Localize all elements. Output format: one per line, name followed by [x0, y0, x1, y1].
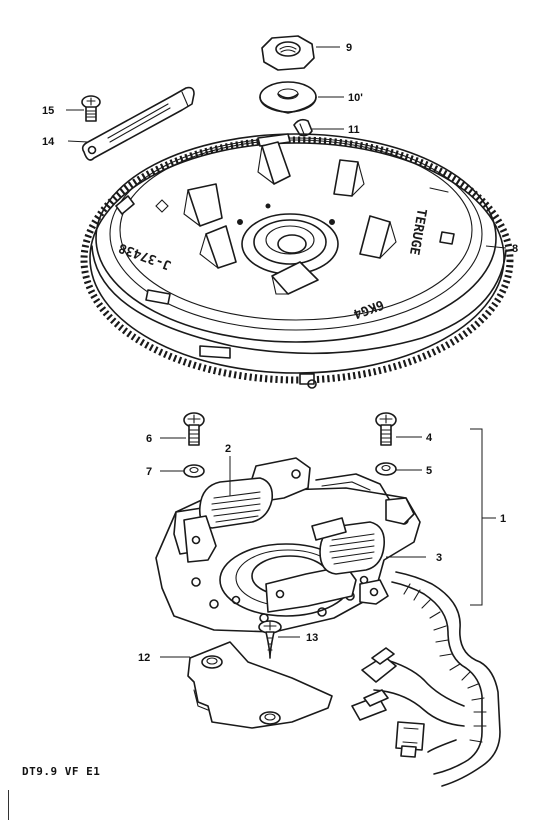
callout-7: 7 [146, 466, 152, 478]
callout-5: 5 [426, 465, 432, 477]
washer-part [259, 81, 317, 114]
callout-4: 4 [426, 432, 433, 444]
bracket-12-part [187, 641, 333, 729]
callout-9: 9 [346, 42, 352, 54]
margin-rule [8, 790, 9, 820]
wire-harness-part [373, 571, 501, 787]
callout-6: 6 [146, 433, 152, 445]
key-part [293, 118, 313, 137]
callout-15: 15 [42, 105, 54, 117]
bolt-15-part [81, 95, 101, 122]
callout-1: 1 [500, 513, 506, 525]
nut-part [261, 35, 315, 71]
callout-11: 11 [348, 124, 360, 136]
flywheel-part: J-37438 6KG4 TERUGE [80, 133, 514, 389]
bracket-14-part [81, 86, 195, 161]
callout-13: 13 [306, 632, 318, 644]
lock-washer-7-part [183, 464, 205, 478]
connector-3-part [395, 721, 425, 758]
pulser-coil-3-part [265, 517, 389, 613]
connector-2-part [351, 689, 389, 721]
screw-6-part [183, 412, 205, 446]
model-code-label: DT9.9 VF E1 [22, 765, 101, 778]
callout-labels: 9 10' 11 15 14 8 6 7 4 5 2 3 1 13 12 [42, 42, 518, 664]
callout-3: 3 [436, 552, 442, 564]
charging-coil-2-part [183, 457, 311, 563]
lock-washer-5-part [375, 462, 397, 476]
screw-13-part [258, 620, 282, 659]
callout-8: 8 [512, 243, 518, 255]
callout-10: 10' [348, 92, 363, 104]
leader-lines [66, 46, 507, 658]
callout-12: 12 [138, 652, 150, 664]
screw-4-part [375, 412, 397, 446]
callout-14: 14 [42, 136, 55, 148]
connector-1-part [361, 647, 397, 683]
callout-2: 2 [225, 443, 231, 455]
